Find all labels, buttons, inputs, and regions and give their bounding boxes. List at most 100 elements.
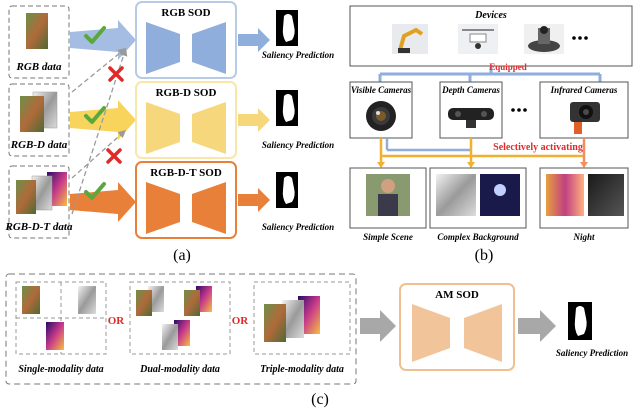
panel-a: RGB data RGB-D data RGB-D-T data (5, 1, 334, 264)
arrow-head (377, 162, 385, 168)
input-rgbd: RGB-D data (8, 83, 70, 157)
model-rgb-sod: RGB SOD (135, 1, 237, 79)
input-box (8, 83, 70, 157)
saliency-mask (276, 90, 298, 126)
arrow-head (467, 162, 475, 168)
model-rgbd-sod: RGB-D SOD (135, 81, 237, 159)
check-icon (84, 106, 106, 124)
input-label: RGB data (16, 61, 62, 73)
output-arrow (238, 188, 270, 212)
cross-icon (108, 66, 124, 82)
scene-simple: Simple Scene (349, 167, 427, 242)
check-icon (84, 26, 106, 44)
or-label: OR (108, 315, 126, 327)
input-label: RGB-D data (10, 139, 68, 151)
input-arrow (360, 310, 396, 342)
scene-image (588, 174, 624, 216)
connectors (70, 20, 136, 222)
depth-camera-icon (448, 108, 494, 128)
arrow-rgbdt-to-rgbdt-sod (70, 182, 136, 222)
model-title: RGB-D SOD (156, 87, 217, 99)
output-arrow (238, 28, 270, 52)
lens-icon (366, 101, 396, 131)
saliency-mask (276, 10, 298, 46)
depth-image (78, 286, 96, 314)
decoder-shape (464, 304, 502, 362)
output-label: Saliency Prediction (556, 348, 628, 358)
group-label: Single-modality data (18, 364, 103, 375)
group-dual-modality: Dual-modality data (129, 281, 231, 375)
input-label: RGB-D-T data (5, 221, 73, 233)
robot-arm-icon (392, 24, 428, 54)
output-arrow (518, 310, 556, 342)
group-single-modality: Single-modality data (15, 281, 107, 375)
camera-visible: Visible Cameras (349, 81, 413, 139)
scene-image (436, 174, 476, 216)
devices-title: Devices (474, 10, 507, 21)
model-am-sod: AM SOD (399, 283, 515, 371)
encoder-shape (146, 182, 180, 234)
model-title: RGB-D-T SOD (150, 167, 222, 179)
check-icon (84, 182, 106, 200)
panel-c: Single-modality data OR Dual-modality da… (5, 273, 628, 408)
camera-label: Infrared Cameras (550, 85, 618, 95)
rgb-image (16, 180, 36, 214)
output-label: Saliency Prediction (262, 50, 334, 60)
saliency-mask (568, 302, 592, 340)
caption-c: (c) (311, 391, 329, 408)
more-dots-icon (572, 36, 588, 40)
output-arrow (238, 108, 270, 132)
scene-complex: Complex Background (429, 167, 527, 242)
caption-a: (a) (173, 247, 191, 264)
cross-icon (106, 148, 122, 164)
panel-b: Devices Equipped (349, 5, 633, 264)
thermal-camera-icon (570, 102, 600, 134)
decoder-shape (192, 102, 226, 154)
saliency-mask (276, 172, 298, 208)
thermal-image (46, 322, 64, 350)
drone-icon (458, 24, 498, 54)
arrow-head (580, 162, 588, 168)
or-label: OR (232, 315, 250, 327)
dashed-arrow (71, 47, 127, 93)
input-box (8, 165, 70, 239)
decoder-shape (192, 182, 226, 234)
model-title: AM SOD (435, 289, 479, 301)
output-label: Saliency Prediction (262, 140, 334, 150)
rgb-image (22, 286, 40, 314)
group-label: Dual-modality data (139, 364, 220, 375)
more-dots-icon (511, 108, 527, 112)
group-label: Triple-modality data (260, 364, 344, 375)
model-title: RGB SOD (161, 7, 210, 19)
input-rgb: RGB data (8, 5, 70, 79)
activating-label: Selectively activating (493, 142, 583, 153)
encoder-shape (412, 304, 450, 362)
decoder-shape (192, 22, 226, 74)
camera-label: Visible Cameras (351, 85, 412, 95)
scene-label: Night (572, 232, 595, 242)
scene-label: Simple Scene (363, 232, 413, 242)
equipped-label: Equipped (489, 62, 527, 72)
input-rgbdt: RGB-D-T data (5, 165, 73, 239)
dashed-arrow (71, 129, 127, 179)
camera-depth: Depth Cameras (439, 81, 503, 139)
input-box (8, 5, 70, 79)
scene-label: Complex Background (437, 232, 519, 242)
encoder-shape (146, 102, 180, 154)
output-label: Saliency Prediction (262, 222, 334, 232)
group-box (129, 281, 231, 355)
model-rgbdt-sod: RGB-D-T SOD (135, 161, 237, 239)
scene-image (546, 174, 584, 216)
caption-b: (b) (475, 247, 494, 264)
camera-infrared: Infrared Cameras (539, 81, 629, 139)
encoder-shape (146, 22, 180, 74)
rgb-image (26, 13, 48, 49)
rgb-image (20, 96, 44, 132)
scene-night: Night (539, 167, 629, 242)
mobile-robot-icon (524, 24, 564, 54)
arrow-rgb-to-rgb-sod (70, 20, 136, 60)
group-triple-modality: Triple-modality data (253, 281, 351, 375)
inputs-box (5, 273, 357, 385)
camera-label: Depth Cameras (441, 85, 500, 95)
